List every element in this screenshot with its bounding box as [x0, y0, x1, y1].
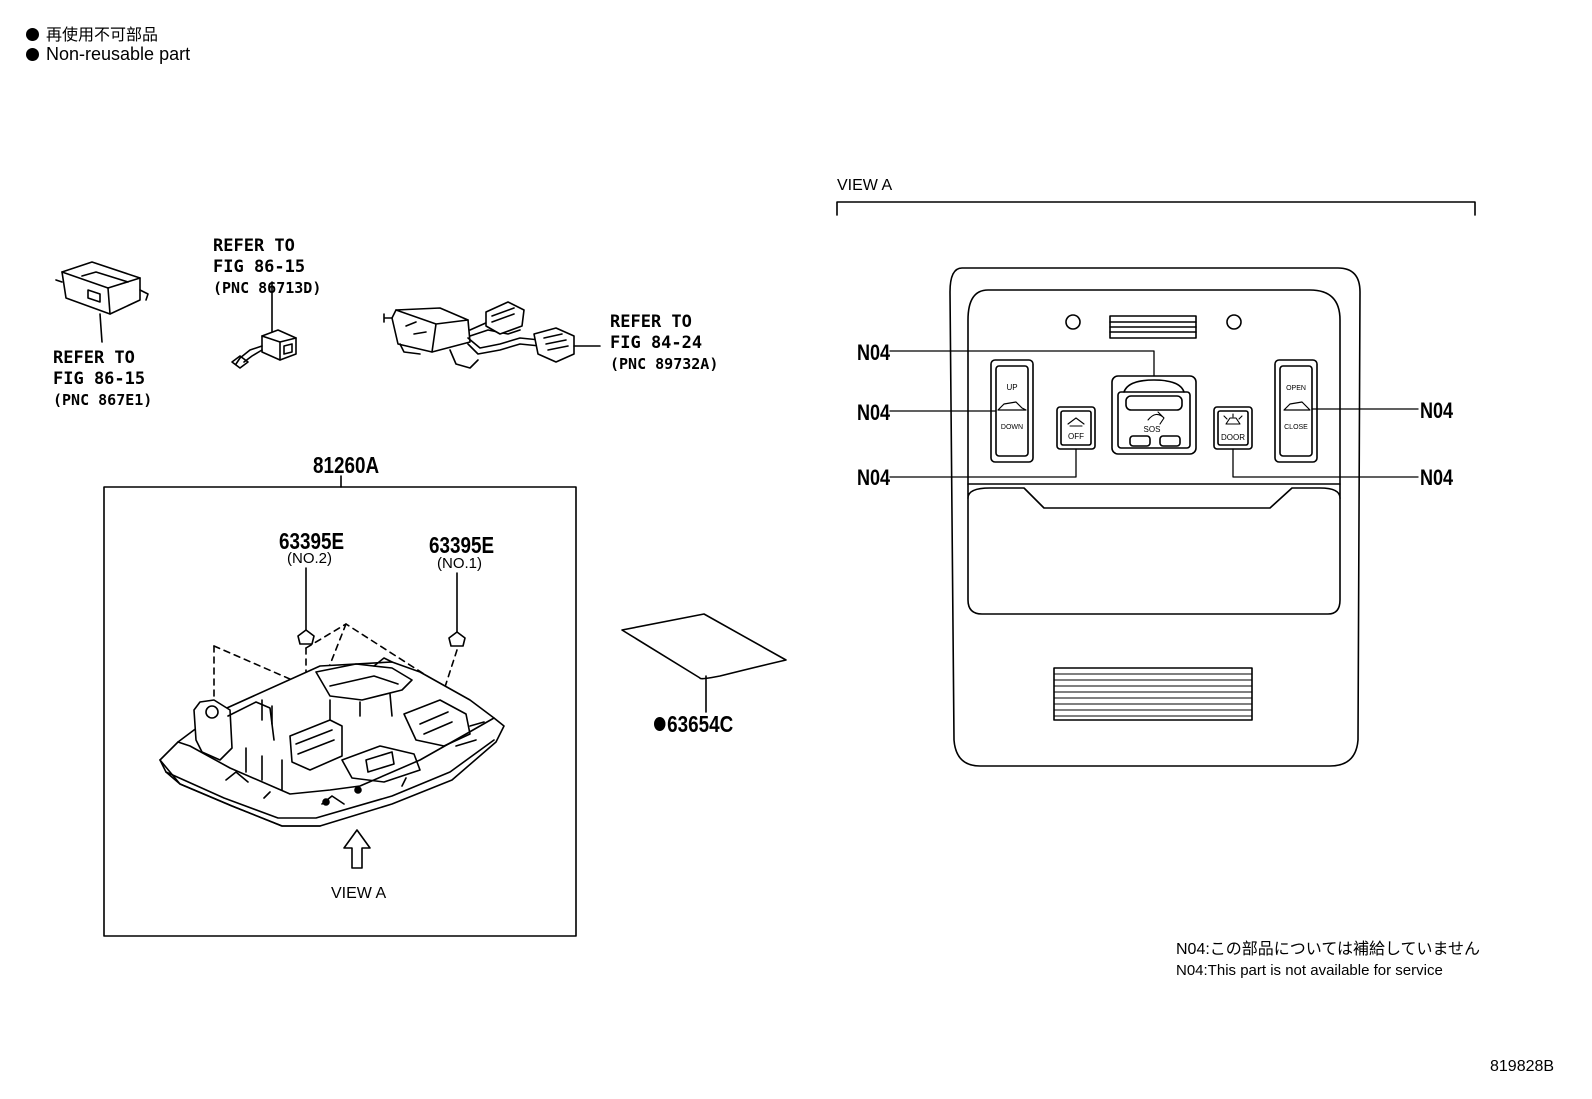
sunroof-icon	[997, 401, 1027, 411]
callout-n04-right-switch: N04	[1420, 398, 1454, 423]
sos-button[interactable]	[1111, 375, 1197, 455]
up-arrow-icon	[343, 829, 371, 869]
clip-no1-icon	[448, 631, 466, 647]
ref-right: REFER TO FIG 84-24 (PNC 89732A)	[610, 312, 719, 373]
switch-up-down-button[interactable]	[990, 359, 1034, 463]
off-button-text: OFF	[1068, 432, 1084, 441]
sunroof-icon	[1283, 401, 1311, 411]
phone-icon	[1147, 411, 1165, 425]
view-a-title: VIEW A	[837, 177, 893, 194]
ref-mid: REFER TO FIG 86-15 (PNC 86713D)	[213, 236, 322, 297]
view-a-bracket	[836, 201, 1476, 216]
lamp-assembly-illustration	[159, 657, 505, 827]
legend-en: Non-reusable part	[26, 44, 190, 65]
switch-right-bottom-text: CLOSE	[1284, 424, 1308, 431]
label-sheet-illustration	[621, 613, 787, 680]
callout-n04-sos: N04	[857, 340, 891, 365]
clip-no1-sub: (NO.1)	[437, 555, 482, 572]
connector-867e1-illustration	[55, 261, 149, 343]
interior-light-icon	[1067, 417, 1085, 427]
note-en: N04:This part is not available for servi…	[1176, 962, 1443, 979]
door-button[interactable]	[1213, 406, 1253, 450]
ref-left: REFER TO FIG 86-15 (PNC 867E1)	[53, 348, 153, 409]
overhead-console-view-a	[949, 267, 1361, 767]
door-light-icon	[1223, 413, 1243, 425]
callout-n04-door: N04	[1420, 465, 1454, 490]
switch-left-top-text: UP	[1006, 383, 1017, 392]
bullet-icon	[26, 28, 39, 41]
view-a-arrow-label: VIEW A	[331, 885, 387, 902]
assembly-box	[103, 486, 577, 937]
connector-86713d-illustration	[231, 281, 297, 369]
part-number-assembly: 81260A	[313, 452, 380, 478]
legend-jp: 再使用不可部品	[26, 21, 158, 45]
switch-open-close-button[interactable]	[1274, 359, 1318, 463]
part-number-clip-no2: 63395E	[279, 528, 345, 554]
note-jp: N04:この部品については補給していません	[1176, 941, 1481, 958]
harness-89732a-illustration	[383, 301, 601, 369]
bullet-icon	[26, 48, 39, 61]
clip-no2-icon	[297, 629, 315, 645]
part-number-label: 63654C	[654, 711, 733, 738]
sos-button-text: SOS	[1144, 425, 1161, 434]
callout-n04-off: N04	[857, 465, 891, 490]
n04-leaders	[889, 350, 1419, 478]
figure-id: 819828B	[1490, 1058, 1555, 1075]
door-button-text: DOOR	[1221, 433, 1245, 442]
callout-n04-left-switch: N04	[857, 400, 891, 425]
bullet-icon	[654, 717, 666, 731]
part-number-clip-no1: 63395E	[429, 532, 495, 558]
switch-right-top-text: OPEN	[1286, 385, 1306, 392]
off-button[interactable]	[1056, 406, 1096, 450]
switch-left-bottom-text: DOWN	[1001, 424, 1023, 431]
clip-no2-sub: (NO.2)	[287, 550, 332, 567]
